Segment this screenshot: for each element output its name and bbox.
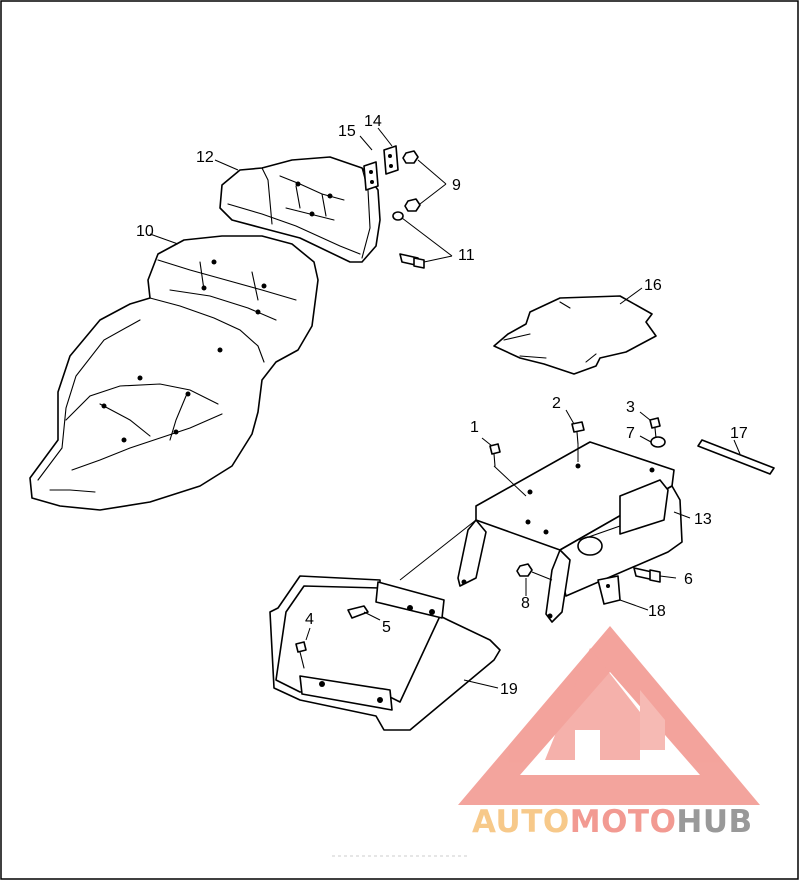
callout-9: 9 <box>452 177 461 194</box>
nuts-and-bolts-upper <box>392 150 425 269</box>
passenger-backrest <box>219 156 381 263</box>
callout-1: 1 <box>470 419 479 436</box>
callout-6: 6 <box>684 571 693 588</box>
callout-13: 13 <box>694 511 712 528</box>
watermark-moto: MOTO <box>570 804 677 840</box>
callout-19: 19 <box>500 681 518 698</box>
leader-lines <box>149 127 741 689</box>
callout-15: 15 <box>338 123 356 140</box>
trim-strip <box>697 439 775 475</box>
callout-labels: 1 2 3 4 5 6 7 8 9 10 11 12 13 14 15 16 1… <box>136 113 748 698</box>
callout-2: 2 <box>552 395 561 412</box>
callout-11: 11 <box>458 247 475 264</box>
watermark-logo <box>458 626 760 805</box>
backrest-mounting-brackets <box>363 145 399 191</box>
callout-16: 16 <box>644 277 662 294</box>
main-seat <box>29 235 319 511</box>
callout-7: 7 <box>626 425 635 442</box>
callout-5: 5 <box>382 619 391 636</box>
watermark-text: AUTOMOTOHUB <box>472 804 753 840</box>
watermark-hub: HUB <box>676 804 752 840</box>
watermark-auto: AUTO <box>472 804 570 840</box>
callout-14: 14 <box>364 113 382 130</box>
passenger-grab-rail <box>269 575 501 731</box>
callout-3: 3 <box>626 399 635 416</box>
callout-8: 8 <box>521 595 530 612</box>
callout-12: 12 <box>196 149 214 166</box>
seat-pad <box>493 295 657 375</box>
callout-18: 18 <box>648 603 666 620</box>
seat-frame-bracket <box>457 441 683 623</box>
callout-4: 4 <box>305 611 314 628</box>
callout-17: 17 <box>730 425 748 442</box>
hardware-lower <box>295 417 666 669</box>
callout-10: 10 <box>136 223 154 240</box>
